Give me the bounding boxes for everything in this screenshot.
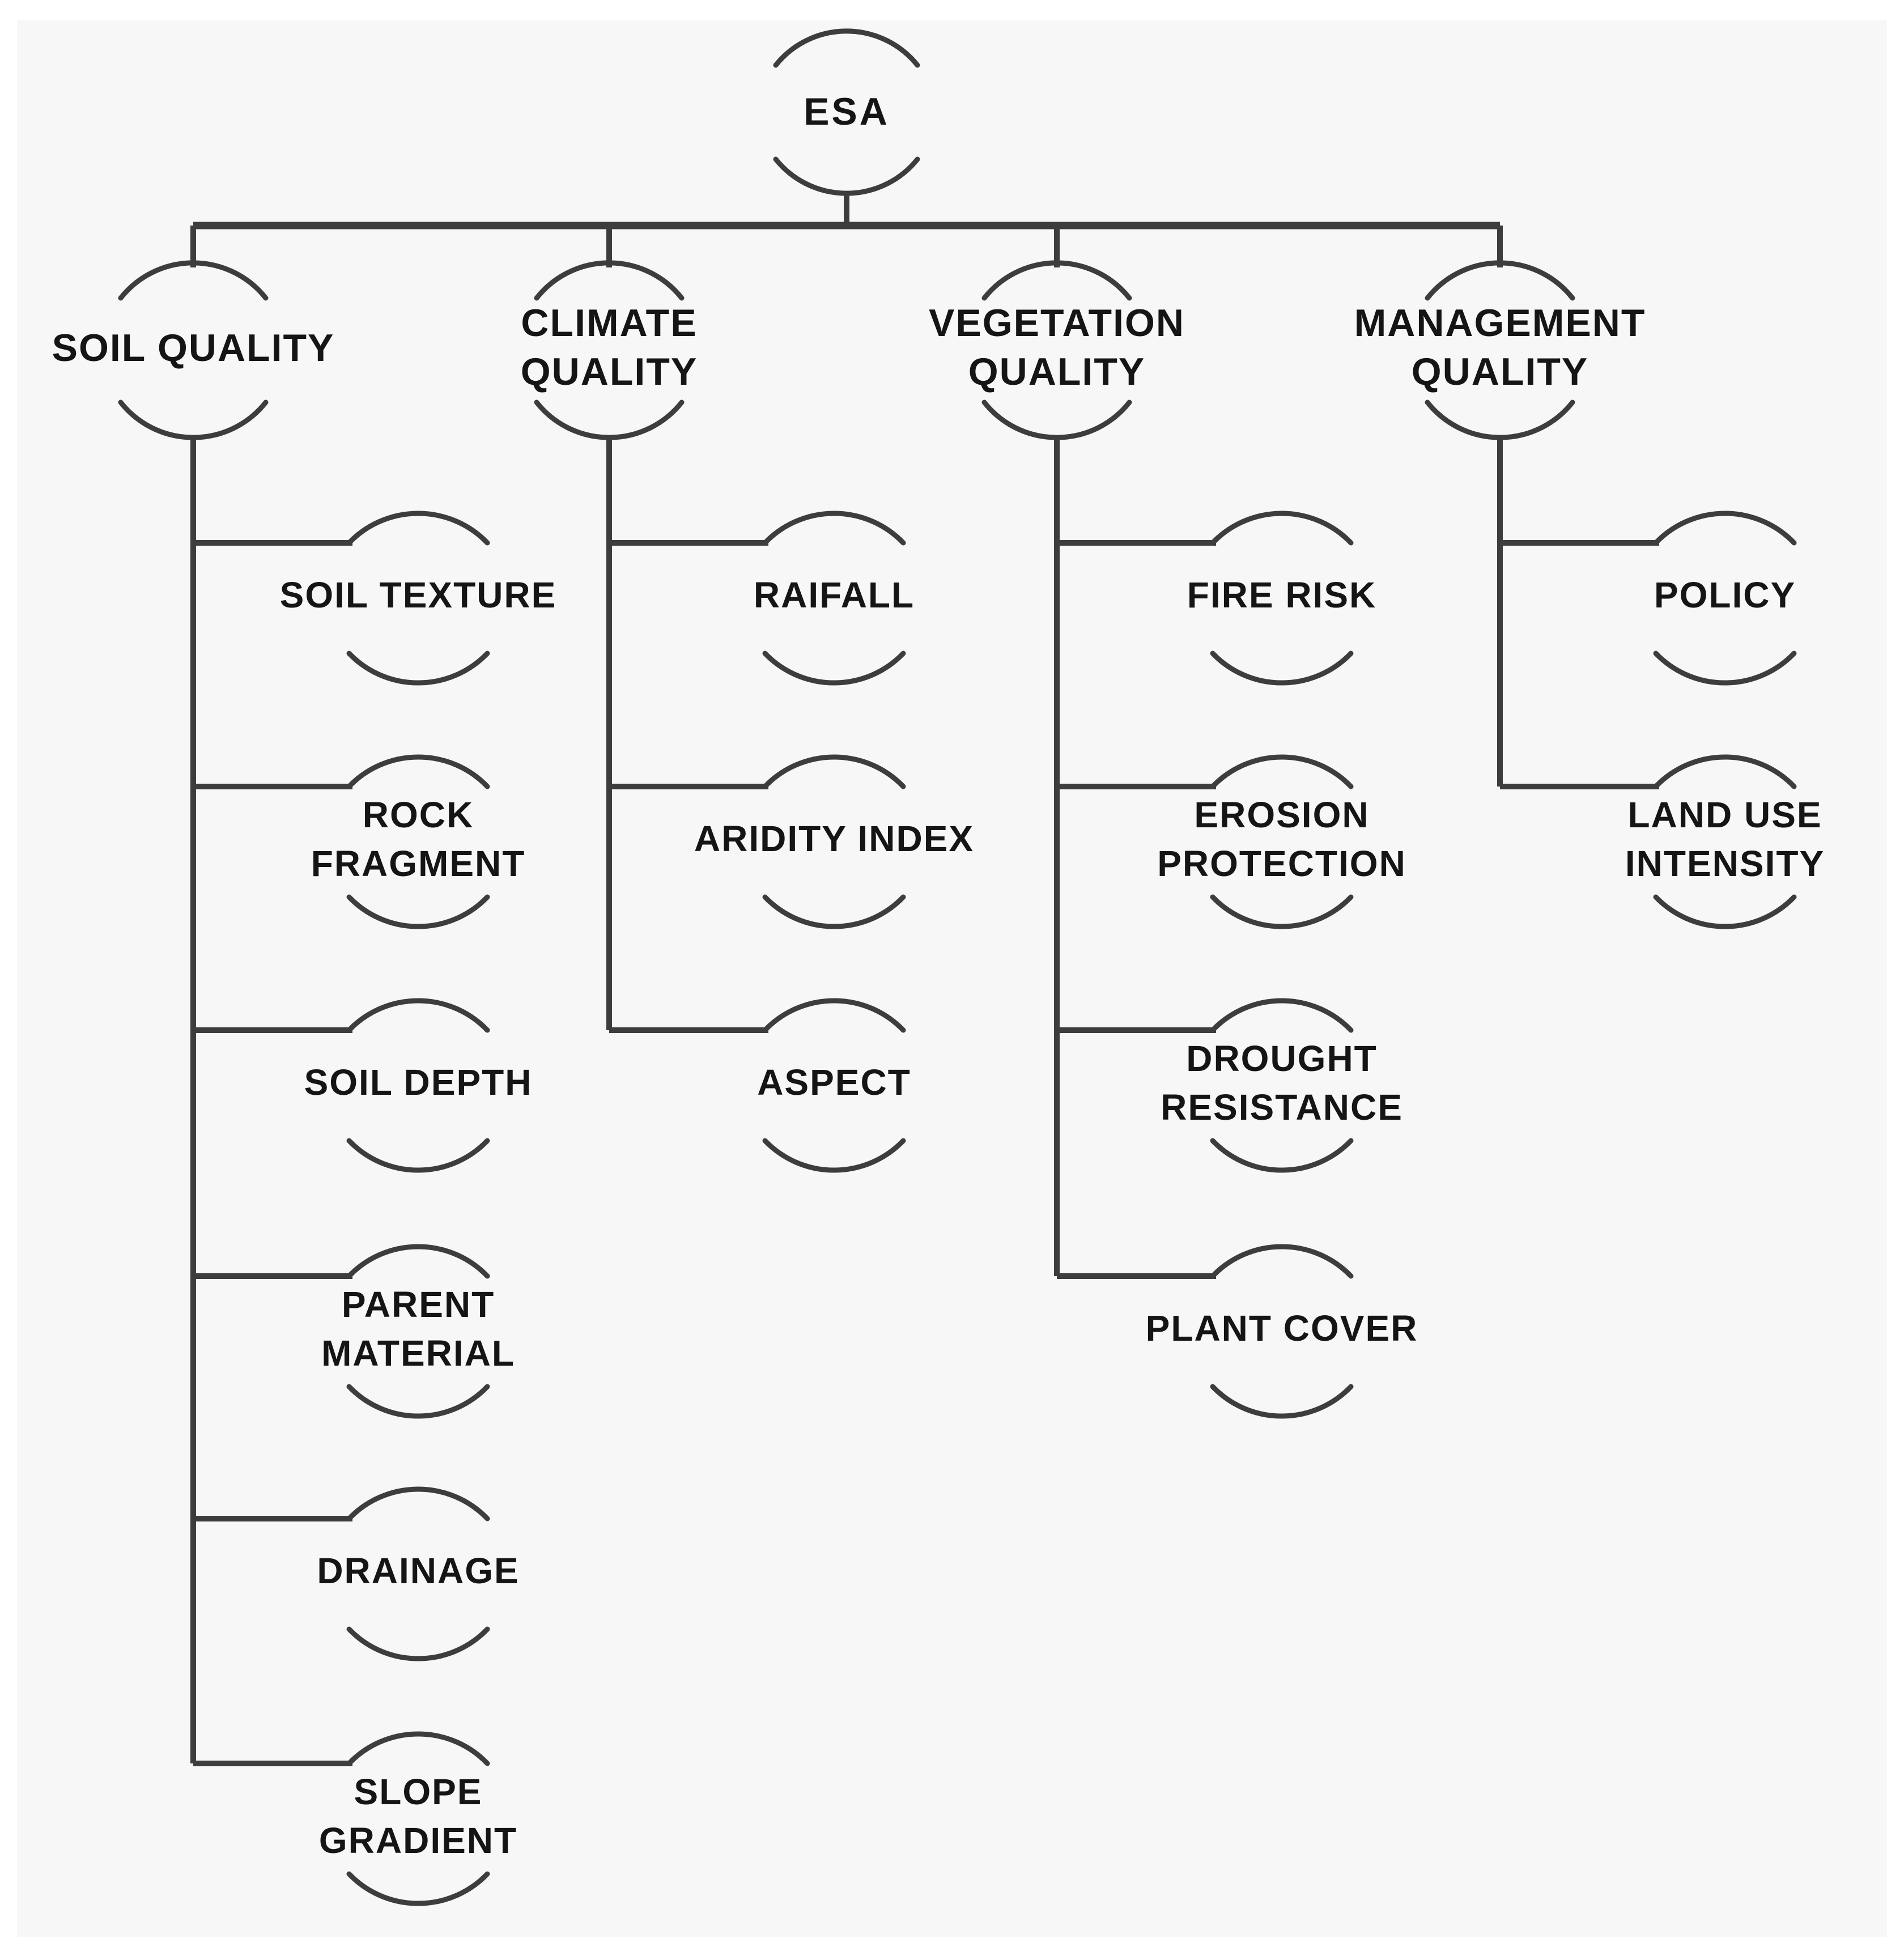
- node-soil-quality: SOIL QUALITY: [52, 260, 335, 440]
- aspect-top-arc: [762, 998, 906, 1033]
- slope-gradient-label-line1: SLOPE: [354, 1771, 483, 1812]
- fire-risk-bottom-arc: [1210, 651, 1354, 686]
- plant-cover-label: PLANT COVER: [1146, 1308, 1418, 1349]
- drought-resistance-top-arc: [1210, 998, 1354, 1033]
- node-soil-depth: SOIL DEPTH: [304, 998, 533, 1173]
- vegetation-quality-bottom-arc: [981, 399, 1132, 440]
- parent-material-label-line1: PARENT: [342, 1284, 495, 1325]
- parent-material-bottom-arc: [346, 1384, 490, 1419]
- management-quality-label-line2: QUALITY: [1412, 350, 1588, 393]
- esa-top-arc: [773, 28, 920, 68]
- soil-depth-top-arc: [346, 998, 490, 1033]
- management-quality-top-arc: [1425, 260, 1575, 301]
- fire-risk-top-arc: [1210, 511, 1354, 546]
- node-drainage: DRAINAGE: [317, 1486, 519, 1661]
- land-use-intensity-bottom-arc: [1653, 894, 1797, 929]
- aridity-index-label: ARIDITY INDEX: [694, 818, 974, 859]
- vegetation-quality-label-line2: QUALITY: [968, 350, 1145, 393]
- drainage-label: DRAINAGE: [317, 1550, 519, 1591]
- node-policy: POLICY: [1653, 511, 1797, 686]
- node-fire-risk: FIRE RISK: [1187, 511, 1376, 686]
- node-soil-texture: SOIL TEXTURE: [280, 511, 557, 686]
- aridity-index-bottom-arc: [762, 894, 906, 929]
- drainage-top-arc: [346, 1486, 490, 1521]
- node-vegetation-quality: VEGETATION QUALITY: [929, 260, 1185, 440]
- drainage-bottom-arc: [346, 1626, 490, 1661]
- node-rock-fragment: ROCK FRAGMENT: [311, 754, 526, 929]
- node-plant-cover: PLANT COVER: [1146, 1244, 1418, 1419]
- slope-gradient-label-line2: GRADIENT: [319, 1820, 517, 1861]
- soil-texture-bottom-arc: [346, 651, 490, 686]
- rock-fragment-top-arc: [346, 754, 490, 789]
- parent-material-top-arc: [346, 1244, 490, 1279]
- figure-panel: [17, 20, 1887, 1937]
- erosion-protection-label-line2: PROTECTION: [1157, 843, 1406, 884]
- drought-resistance-bottom-arc: [1210, 1138, 1354, 1173]
- connectors: [190, 194, 1659, 1766]
- node-erosion-protection: EROSION PROTECTION: [1157, 754, 1406, 929]
- policy-bottom-arc: [1653, 651, 1797, 686]
- parent-material-label-line2: MATERIAL: [321, 1333, 515, 1374]
- node-parent-material: PARENT MATERIAL: [321, 1244, 515, 1419]
- policy-label: POLICY: [1654, 575, 1796, 615]
- management-quality-bottom-arc: [1425, 399, 1575, 440]
- soil-quality-bottom-arc: [118, 399, 269, 440]
- node-management-quality: MANAGEMENT QUALITY: [1354, 260, 1646, 440]
- land-use-intensity-top-arc: [1653, 754, 1797, 789]
- erosion-protection-top-arc: [1210, 754, 1354, 789]
- climate-quality-label-line1: CLIMATE: [521, 301, 697, 345]
- node-raifall: RAIFALL: [754, 511, 915, 686]
- land-use-intensity-label-line2: INTENSITY: [1625, 843, 1825, 884]
- soil-quality-label: SOIL QUALITY: [52, 326, 335, 369]
- esa-bottom-arc: [773, 156, 920, 196]
- erosion-protection-label-line1: EROSION: [1194, 794, 1369, 835]
- climate-quality-top-arc: [534, 260, 685, 301]
- soil-depth-bottom-arc: [346, 1138, 490, 1173]
- rock-fragment-label-line2: FRAGMENT: [311, 843, 526, 884]
- land-use-intensity-label-line1: LAND USE: [1627, 794, 1822, 835]
- slope-gradient-top-arc: [346, 1731, 490, 1766]
- aspect-bottom-arc: [762, 1138, 906, 1173]
- node-climate-quality: CLIMATE QUALITY: [521, 260, 698, 440]
- plant-cover-top-arc: [1210, 1244, 1354, 1279]
- soil-quality-top-arc: [118, 260, 269, 301]
- esa-label: ESA: [804, 90, 890, 133]
- vegetation-quality-label-line1: VEGETATION: [929, 301, 1185, 345]
- node-slope-gradient: SLOPE GRADIENT: [319, 1731, 517, 1906]
- fire-risk-label: FIRE RISK: [1187, 575, 1376, 615]
- rock-fragment-label-line1: ROCK: [363, 794, 474, 835]
- soil-depth-label: SOIL DEPTH: [304, 1062, 533, 1103]
- plant-cover-bottom-arc: [1210, 1384, 1354, 1419]
- policy-top-arc: [1653, 511, 1797, 546]
- drought-resistance-label-line1: DROUGHT: [1186, 1038, 1378, 1079]
- node-esa: ESA: [773, 28, 920, 196]
- slope-gradient-bottom-arc: [346, 1871, 490, 1906]
- soil-texture-top-arc: [346, 511, 490, 546]
- erosion-protection-bottom-arc: [1210, 894, 1354, 929]
- node-land-use-intensity: LAND USE INTENSITY: [1625, 754, 1825, 929]
- management-quality-label-line1: MANAGEMENT: [1354, 301, 1646, 345]
- node-drought-resistance: DROUGHT RESISTANCE: [1161, 998, 1403, 1173]
- climate-quality-bottom-arc: [534, 399, 685, 440]
- drought-resistance-label-line2: RESISTANCE: [1161, 1087, 1403, 1128]
- vegetation-quality-top-arc: [981, 260, 1132, 301]
- node-aspect: ASPECT: [757, 998, 911, 1173]
- raifall-top-arc: [762, 511, 906, 546]
- rock-fragment-bottom-arc: [346, 894, 490, 929]
- soil-texture-label: SOIL TEXTURE: [280, 575, 557, 615]
- raifall-bottom-arc: [762, 651, 906, 686]
- aspect-label: ASPECT: [757, 1062, 911, 1103]
- climate-quality-label-line2: QUALITY: [521, 350, 698, 393]
- node-aridity-index: ARIDITY INDEX: [694, 754, 974, 929]
- aridity-index-top-arc: [762, 754, 906, 789]
- raifall-label: RAIFALL: [754, 575, 915, 615]
